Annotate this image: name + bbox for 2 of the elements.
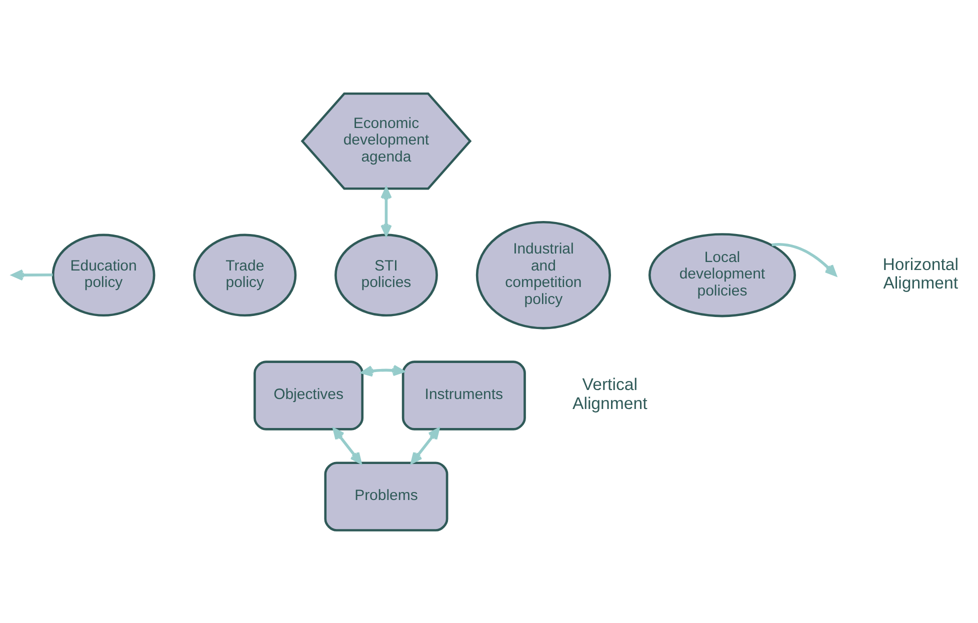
label: Vertical Alignment	[572, 374, 648, 412]
label: Horizontal Alignment	[882, 254, 959, 292]
